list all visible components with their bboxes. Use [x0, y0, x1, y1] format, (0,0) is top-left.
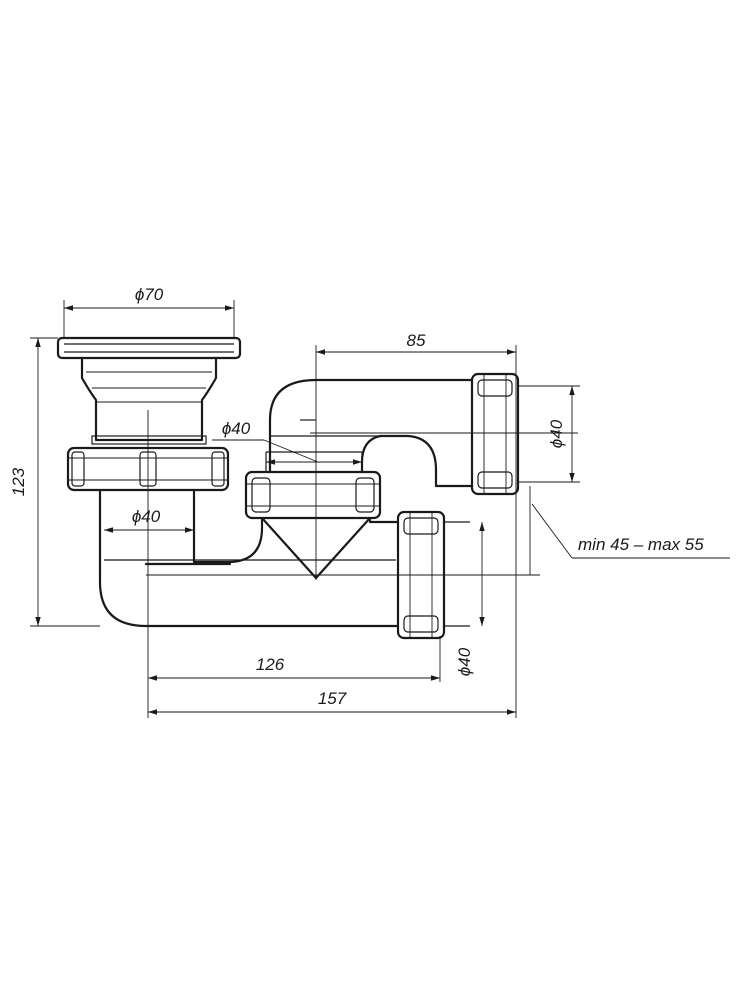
dim-outlet-upper-diameter-label: ϕ40: [547, 419, 566, 448]
dim-length-inner: 126: [148, 655, 440, 681]
dim-offset-range: min 45 – max 55: [529, 486, 730, 575]
lower-pipe: [98, 488, 400, 628]
dim-flange-diameter: ϕ70: [63, 285, 235, 338]
dim-overall-height-label: 123: [9, 467, 28, 496]
center-lines: [146, 345, 578, 718]
top-flange: [56, 336, 242, 360]
dim-length-overall-label: 157: [318, 689, 347, 708]
dim-overall-height: 123: [9, 337, 100, 627]
upper-outlet-nut: [470, 372, 520, 496]
upper-pipe: [268, 378, 474, 488]
dim-inlet-diameter-label: ϕ40: [132, 507, 161, 526]
drain-head: [56, 336, 242, 445]
dim-outlet-lower-diameter: ϕ40: [455, 522, 485, 676]
dim-length-overall: 157: [148, 689, 516, 715]
dim-length-inner-label: 126: [256, 655, 285, 674]
dim-outlet-length-label: 85: [407, 331, 426, 350]
dim-inlet-diameter: ϕ40: [104, 507, 194, 533]
dim-riser-diameter-label: ϕ40: [222, 419, 251, 438]
thread-band: [91, 435, 207, 445]
dim-flange-diameter-label: ϕ70: [135, 285, 164, 304]
dim-outlet-upper-diameter: ϕ40: [518, 385, 580, 483]
dim-outlet-lower-diameter-label: ϕ40: [455, 647, 474, 676]
drain-body: [80, 356, 218, 442]
dim-riser-diameter: ϕ40: [212, 419, 362, 465]
dim-outlet-length: 85: [316, 331, 516, 355]
middle-union: [244, 451, 382, 580]
dim-offset-range-label: min 45 – max 55: [578, 535, 704, 554]
